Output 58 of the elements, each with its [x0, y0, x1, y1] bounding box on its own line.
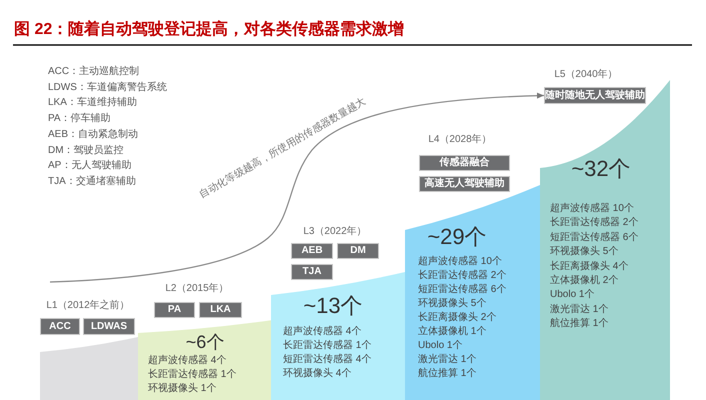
sensor-item: 长距雷达传感器 1个 [283, 340, 372, 352]
feature-tag: LDWAS [83, 318, 135, 335]
stage-heading: L2（2015年） [165, 283, 229, 295]
feature-tag: TJA [291, 264, 333, 280]
sensor-item: 超声波传感器 10个 [550, 203, 634, 215]
sensor-item: Ubolo 1个 [550, 289, 594, 302]
stage-heading: L4（2028年） [428, 134, 492, 146]
stage-heading: L1（2012年之前） [46, 300, 130, 312]
sensor-item: 短距雷达传感器 6个 [418, 284, 506, 296]
figure-title: 图 22：随着自动驾驶登记提高，对各类传感器需求激增 [14, 20, 404, 40]
stage-band [138, 320, 273, 400]
sensor-item: 环视摄像头 1个 [148, 383, 216, 395]
sensor-count: ~32个 [571, 156, 631, 182]
feature-tag: PA [154, 302, 195, 318]
sensor-item: 长距雷达传感器 2个 [550, 217, 638, 230]
abbreviation-note: LKA：车道维持辅助 [48, 97, 137, 110]
stage-heading: L5（2040年） [554, 69, 618, 81]
sensor-count: ~29个 [427, 224, 487, 250]
feature-tag: 随时随地无人驾驶辅助 [544, 87, 646, 104]
feature-tag: AEB [291, 243, 333, 259]
sensor-item: 环视摄像头 4个 [283, 368, 352, 380]
sensor-item: 长距雷达传感器 2个 [418, 270, 506, 282]
feature-tag: ACC [40, 318, 80, 335]
abbreviation-note: DM：驾驶员监控 [48, 144, 124, 156]
feature-tag: LKA [199, 302, 242, 318]
sensor-item: 立体摄像机 1个 [418, 326, 486, 338]
sensor-count: ~13个 [303, 294, 363, 318]
stage-heading: L3（2022年） [303, 226, 367, 238]
feature-tag: 传感器融合 [419, 155, 510, 171]
sensor-item: 短距雷达传感器 4个 [283, 354, 372, 366]
sensor-item: 环视摄像头 5个 [418, 298, 486, 310]
stage-band [40, 337, 138, 400]
curved-arrow [50, 92, 544, 283]
abbreviation-note: TJA：交通堵塞辅助 [48, 176, 136, 188]
sensor-item: 航位推算 1个 [550, 318, 608, 330]
feature-tag: DM [337, 243, 379, 259]
sensor-item: 环视摄像头 5个 [550, 246, 618, 258]
sensor-item: 长距雷达传感器 1个 [148, 369, 236, 381]
abbreviation-note: ACC：主动巡航控制 [48, 66, 140, 78]
abbreviation-note: AEB：自动紧急制动 [48, 128, 138, 141]
sensor-item: 航位推算 1个 [418, 368, 476, 380]
sensor-item: 短距雷达传感器 6个 [550, 232, 638, 244]
sensor-item: 激光雷达 1个 [418, 354, 476, 366]
sensor-item: 立体摄像机 2个 [550, 275, 618, 287]
sensor-item: Ubolo 1个 [418, 340, 462, 352]
sensor-item: 超声波传感器 10个 [418, 256, 502, 268]
abbreviation-note: PA：停车辅助 [48, 113, 111, 126]
sensor-item: 长距离摄像头 2个 [418, 312, 496, 324]
stage-band [540, 80, 670, 400]
sensor-item: 超声波传感器 4个 [283, 326, 362, 338]
sensor-item: 激光雷达 1个 [550, 304, 608, 316]
abbreviation-note: LDWS：车道偏离警告系统 [48, 82, 167, 94]
sensor-item: 超声波传感器 4个 [148, 355, 226, 367]
abbreviation-note: AP：无人驾驶辅助 [48, 160, 132, 172]
feature-tag: 高速无人驾驶辅助 [419, 176, 510, 192]
sensor-item: 长距离摄像头 4个 [550, 260, 628, 273]
edge-label: 自动化等级越高，所使用的传感器数量越大 [198, 96, 368, 202]
sensor-count: ~6个 [186, 333, 224, 353]
